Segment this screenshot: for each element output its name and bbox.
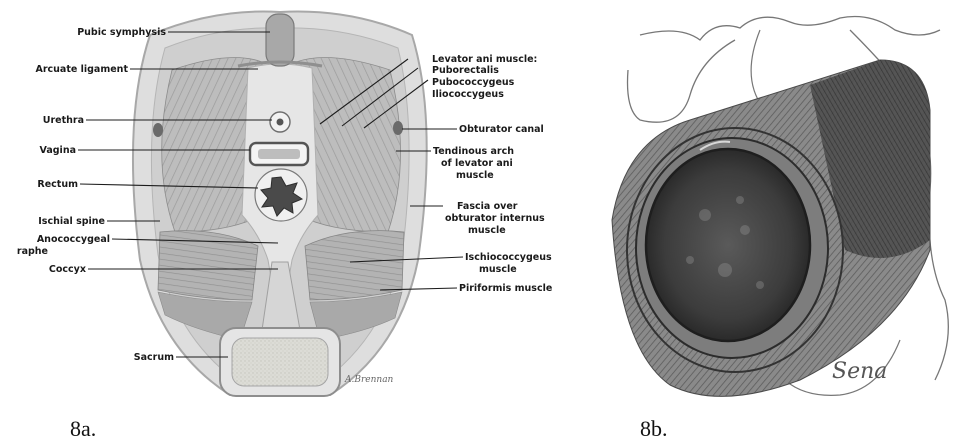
label-raphe: raphe xyxy=(17,246,48,257)
figure-8b-illustration: Sena xyxy=(612,17,948,397)
artist-signature-8b: Sena xyxy=(832,359,887,384)
label-ischiococcygeus-muscle: muscle xyxy=(479,264,517,275)
label-rectum: Rectum xyxy=(37,179,78,190)
obturator-canal-right xyxy=(393,121,403,135)
artist-signature-8a: A.Brennan xyxy=(344,375,394,385)
label-ischiococcygeus: Ischiococcygeus xyxy=(465,252,552,263)
label-pubococcygeus: Pubococcygeus xyxy=(432,77,515,88)
label-tendinous-arch-3: muscle xyxy=(456,170,494,181)
caption-8b: 8b. xyxy=(640,416,668,442)
inner-oval xyxy=(646,149,810,341)
label-piriformis-muscle: Piriformis muscle xyxy=(459,283,552,294)
label-sacrum: Sacrum xyxy=(134,352,174,363)
label-puborectalis: Puborectalis xyxy=(432,65,499,76)
label-fascia-over-1: Fascia over xyxy=(457,201,518,212)
label-urethra: Urethra xyxy=(43,115,84,126)
label-fascia-over-2: obturator internus xyxy=(445,213,545,224)
label-fascia-over-3: muscle xyxy=(468,225,506,236)
label-ischial-spine: Ischial spine xyxy=(38,216,105,227)
label-anococcygeal: Anococcygeal xyxy=(37,234,110,245)
obturator-canal-left xyxy=(153,123,163,137)
label-iliococcygeus: Iliococcygeus xyxy=(432,89,504,100)
label-levator-ani-muscle: Levator ani muscle: xyxy=(432,54,537,65)
label-tendinous-arch-2: of levator ani xyxy=(441,158,513,169)
caption-8a: 8a. xyxy=(70,416,96,442)
label-coccyx: Coccyx xyxy=(49,264,86,275)
label-obturator-canal: Obturator canal xyxy=(459,124,544,135)
pubic-symphysis-shape xyxy=(266,14,294,66)
label-tendinous-arch-1: Tendinous arch xyxy=(433,146,514,157)
label-vagina: Vagina xyxy=(40,145,76,156)
sketch-line-top xyxy=(640,17,940,41)
label-arcuate-ligament: Arcuate ligament xyxy=(35,64,128,75)
sketch-line-left xyxy=(628,40,736,122)
label-pubic-symphysis: Pubic symphysis xyxy=(77,27,166,38)
